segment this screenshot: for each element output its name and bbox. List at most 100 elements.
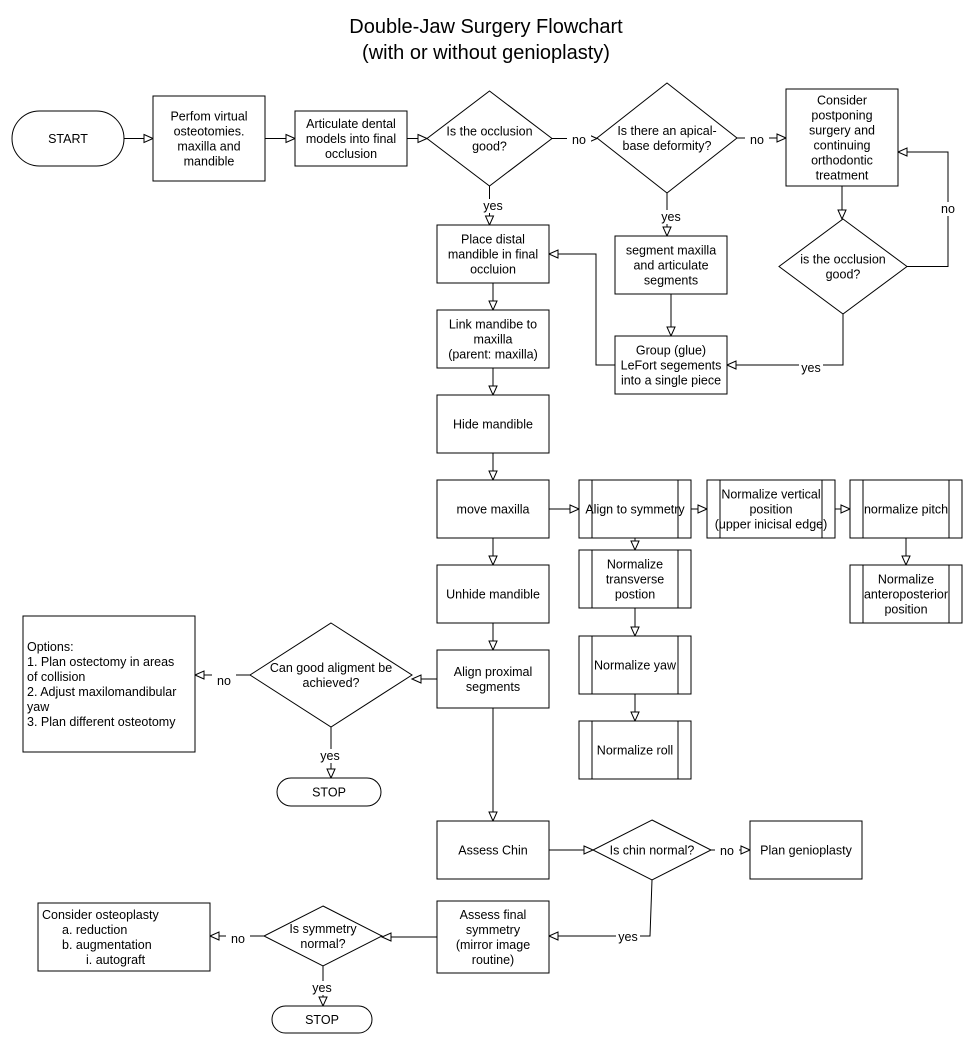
node-box (37, 902, 211, 972)
edge-label-sym-no: no (231, 932, 245, 946)
node-stop-1: STOP (276, 777, 382, 807)
node-label-line: LeFort segements (621, 358, 722, 372)
node-apical-base: Is there an apical-base deformity? (596, 82, 738, 194)
node-label-line: move maxilla (457, 502, 530, 516)
node-label-line: maxilla and (177, 139, 240, 153)
edge-label-bg (226, 932, 250, 946)
decision-diamond (778, 218, 908, 315)
node-box (436, 820, 550, 880)
node-label-line: 1. Plan ostectomy in areas (27, 655, 174, 669)
connector-group_lefort-to-place_distal (549, 254, 615, 366)
node-stop-2: STOP (271, 1005, 373, 1034)
node-label-line: Normalize vertical (721, 487, 820, 501)
node-label-line: Assess final (460, 908, 527, 922)
node-box (22, 615, 196, 753)
node-label-line: Is there an apical- (617, 124, 716, 138)
node-label-line: Place distal (461, 232, 525, 246)
node-box (749, 820, 863, 880)
process-box (849, 479, 963, 539)
node-box (436, 224, 550, 284)
node-label-line: symmetry (466, 923, 521, 937)
node-label-line: Normalize (607, 557, 663, 571)
node-plan-genioplasty: Plan genioplasty (749, 820, 863, 880)
node-label-line: a. reduction (62, 923, 127, 937)
node-label-line: postponing (811, 108, 872, 122)
node-label-line: i. autograft (86, 953, 146, 967)
node-label-line: Unhide mandible (446, 587, 540, 601)
node-label-line: surgery and (809, 123, 875, 137)
node-label-line: Options: (27, 640, 74, 654)
process-box (578, 479, 692, 539)
node-label-line: yaw (27, 700, 50, 714)
process-box (849, 564, 963, 624)
node-label-line: b. augmentation (62, 938, 152, 952)
edge-label-bg (659, 210, 683, 224)
node-label-line: segments (644, 273, 698, 287)
node-label-line: Normalize yaw (594, 658, 677, 672)
node-box (614, 235, 728, 295)
node-label-line: position (749, 502, 792, 516)
node-label-line: Is the occlusion (446, 124, 532, 138)
node-label-line: base deformity? (623, 139, 712, 153)
node-label-line: osteotomies. (174, 124, 245, 138)
edge-label-align-yes: yes (320, 749, 339, 763)
diagram-subtitle: (with or without genioplasty) (362, 42, 610, 64)
node-label-line: achieved? (303, 676, 360, 690)
node-align-symmetry: Align to symmetry (578, 479, 692, 539)
node-label-line: 3. Plan different osteotomy (27, 715, 176, 729)
node-box (436, 309, 550, 369)
node-label-line: Normalize roll (597, 743, 673, 757)
edge-label-bg (567, 133, 591, 147)
node-label-line: Hide mandible (453, 417, 533, 431)
node-normalize-pitch: normalize pitch (849, 479, 963, 539)
connector-chin_normal-to-assess_symmetry (549, 879, 653, 936)
node-unhide-mandible: Unhide mandible (436, 564, 550, 624)
decision-diamond (596, 82, 738, 194)
edge-label-bg (799, 361, 823, 375)
edge-label-bg (318, 749, 342, 763)
node-label-line: good? (472, 139, 507, 153)
edge-label-occl2-no: no (941, 202, 955, 216)
node-label-line: mandible (184, 154, 235, 168)
node-hide-mandible: Hide mandible (436, 394, 550, 454)
node-label-line: mandible in final (448, 247, 538, 261)
node-box (436, 394, 550, 454)
edge-label-chin-no: no (720, 844, 734, 858)
node-label-line: STOP (305, 1013, 339, 1027)
terminal-shape (276, 777, 382, 807)
edge-label-apical-no: no (750, 133, 764, 147)
node-box (436, 479, 550, 539)
node-label-line: models into final (306, 132, 396, 146)
process-box (706, 479, 836, 539)
process-box (578, 720, 692, 780)
node-label-line: and articulate (633, 258, 708, 272)
node-label-line: of collision (27, 670, 85, 684)
node-label-line: transverse (606, 572, 664, 586)
edge-label-occl1-yes: yes (483, 199, 502, 213)
node-label-line: (upper inicisal edge) (715, 517, 828, 531)
node-label-line: into a single piece (621, 373, 721, 387)
process-box (578, 635, 692, 695)
node-label-line: normal? (300, 937, 345, 951)
node-label-line: Is chin normal? (610, 843, 695, 857)
edge-label-bg (481, 199, 505, 213)
node-label-line: occluion (470, 262, 516, 276)
node-label-line: anteroposterior (864, 587, 948, 601)
node-label-line: Plan genioplasty (760, 843, 852, 857)
node-label-line: Align proximal (454, 665, 533, 679)
node-box (294, 110, 408, 167)
node-label-line: position (884, 602, 927, 616)
node-label-line: Is symmetry (289, 922, 357, 936)
node-label-line: 2. Adjust maxilomandibular (27, 685, 176, 699)
node-start: START (11, 110, 125, 167)
